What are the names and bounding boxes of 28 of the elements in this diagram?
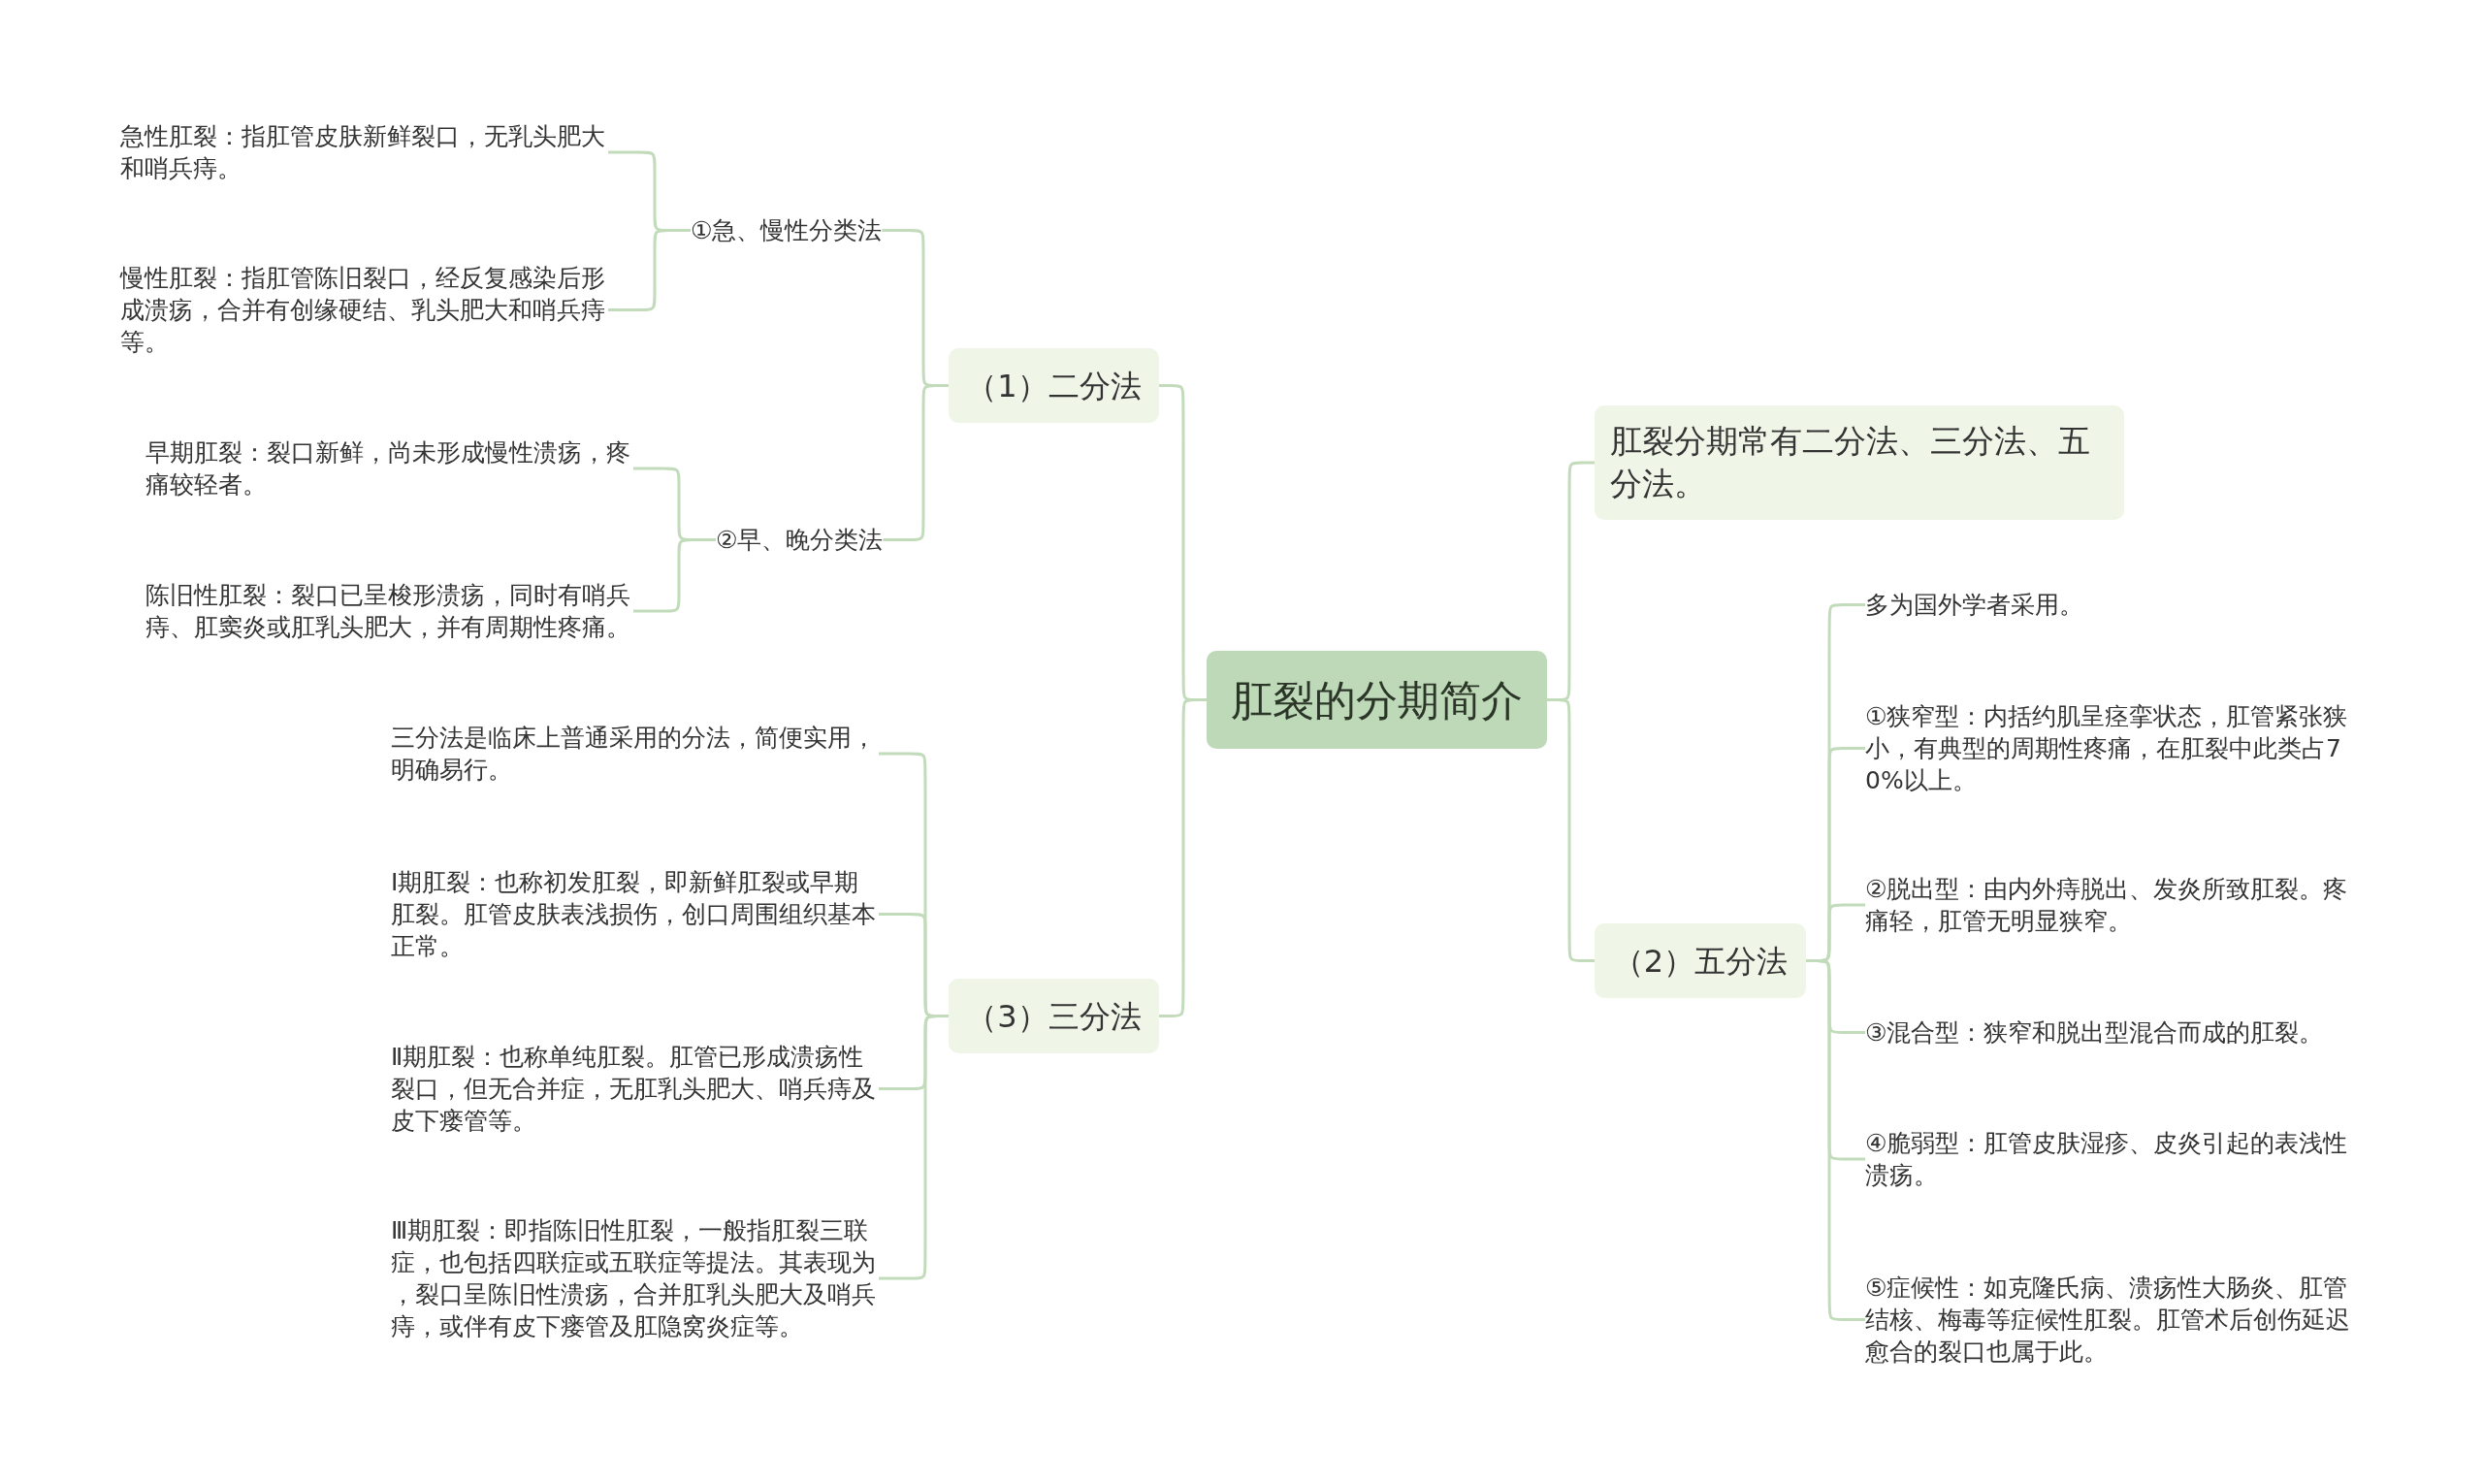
connector-line bbox=[633, 538, 716, 613]
note-text: 多为国外学者采用。 bbox=[1865, 589, 2353, 621]
connector-line bbox=[1806, 959, 1865, 1321]
note-text: 慢性肛裂：指肛管陈旧裂口，经反复感染后形成溃疡，合并有创缘硬结、乳头肥大和哨兵痔等。 bbox=[120, 262, 608, 358]
note-text: 急性肛裂：指肛管皮肤新鲜裂口，无乳头肥大和哨兵痔。 bbox=[120, 120, 608, 184]
subtopic-text: ①急、慢性分类法 bbox=[691, 214, 883, 246]
note-text: 陈旧性肛裂：裂口已呈梭形溃疡，同时有哨兵痔、肛窦炎或肛乳头肥大，并有周期性疼痛。 bbox=[145, 579, 633, 643]
central-topic-box: 肛裂的分期简介 bbox=[1207, 651, 1547, 749]
connector-line bbox=[1159, 698, 1207, 1017]
connector-line bbox=[608, 229, 691, 311]
note-text: ⑤症候性：如克隆氏病、溃疡性大肠炎、肛管结核、梅毒等症候性肛裂。肛管术后创伤延迟愈合的裂口也属于此。 bbox=[1865, 1272, 2353, 1368]
subtopic-text: ②早、晚分类法 bbox=[716, 524, 884, 556]
note-text: ④脆弱型：肛管皮肤湿疹、皮炎引起的表浅性溃疡。 bbox=[1865, 1127, 2353, 1191]
note-text: 早期肛裂：裂口新鲜，尚未形成慢性溃疡，疼痛较轻者。 bbox=[145, 436, 633, 500]
topic-box: （2）五分法 bbox=[1595, 923, 1806, 998]
topic-box: （3）三分法 bbox=[949, 979, 1159, 1053]
connector-line bbox=[879, 1015, 949, 1280]
note-text: Ⅰ期肛裂：也称初发肛裂，即新鲜肛裂或早期肛裂。肛管皮肤表浅损伤，创口周围组织基本正常。 bbox=[391, 866, 879, 962]
note-text: ②脱出型：由内外痔脱出、发炎所致肛裂。疼痛轻，肛管无明显狭窄。 bbox=[1865, 873, 2353, 937]
connector-line bbox=[1547, 698, 1595, 962]
note-text: 三分法是临床上普通采用的分法，简便实用，明确易行。 bbox=[391, 722, 879, 786]
topic-box: （1）二分法 bbox=[949, 348, 1159, 423]
topic-box: 肛裂分期常有二分法、三分法、五分法。 bbox=[1595, 405, 2124, 520]
note-text: ①狭窄型：内括约肌呈痉挛状态，肛管紧张狭小，有典型的周期性疼痛，在肛裂中此类占70%以上。 bbox=[1865, 700, 2353, 796]
note-text: Ⅲ期肛裂：即指陈旧性肛裂，一般指肛裂三联症，也包括四联症或五联症等提法。其表现为，裂口呈陈旧性溃疡，合并肛乳头肥大及哨兵痔，或伴有皮下瘘管及肛隐窝炎症等。 bbox=[391, 1214, 879, 1342]
connector-line bbox=[883, 384, 949, 541]
note-text: Ⅱ期肛裂：也称单纯肛裂。肛管已形成溃疡性裂口，但无合并症，无肛乳头肥大、哨兵痔及皮下瘘管等。 bbox=[391, 1041, 879, 1137]
note-text: ③混合型：狭窄和脱出型混合而成的肛裂。 bbox=[1865, 1016, 2353, 1048]
